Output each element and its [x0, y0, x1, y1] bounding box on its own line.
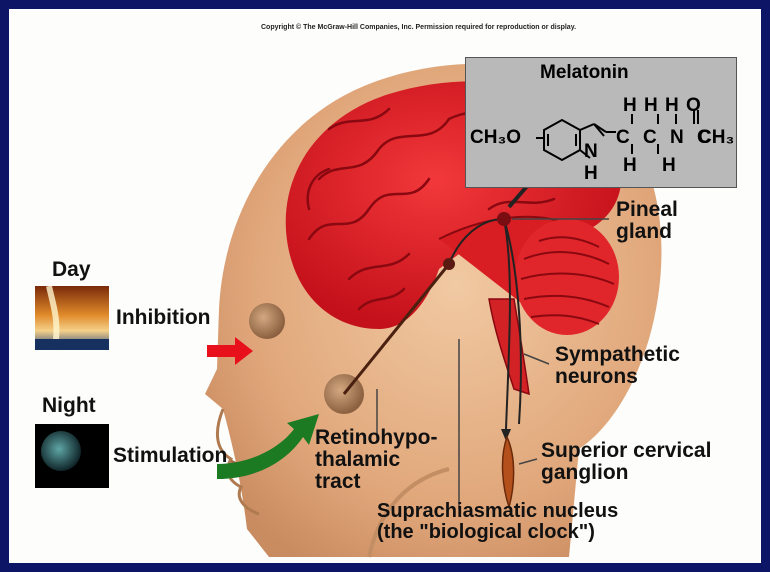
top-hydrogens: H H H O	[623, 96, 702, 115]
indole-hydrogen: H	[584, 164, 598, 183]
day-image	[35, 286, 109, 350]
indole-ring	[466, 58, 738, 189]
pineal-gland	[497, 212, 511, 226]
ch3-group: CH₃	[698, 128, 734, 147]
copyright-notice: Copyright © The McGraw-Hill Companies, I…	[261, 24, 576, 31]
superior-cervical-ganglion-label: Superior cervical ganglion	[541, 440, 711, 484]
stimulation-label: Stimulation	[113, 445, 227, 467]
indole-nitrogen: N	[584, 142, 598, 161]
ch3o-group: CH₃O	[470, 128, 521, 147]
sympathetic-neurons-label: Sympathetic neurons	[555, 344, 680, 388]
day-label: Day	[52, 259, 91, 281]
bottom-hydrogens: H H	[623, 156, 686, 175]
suprachiasmatic-nucleus-label: Suprachiasmatic nucleus (the "biological…	[377, 501, 618, 543]
cerebellum	[515, 219, 619, 335]
diagram-frame: Copyright © The McGraw-Hill Companies, I…	[9, 9, 761, 563]
upper-eye	[249, 303, 285, 339]
melatonin-structure: Melatonin CH₃O N H	[465, 57, 737, 188]
night-label: Night	[42, 395, 96, 417]
inhibition-label: Inhibition	[116, 307, 210, 329]
night-image	[35, 424, 109, 488]
retinohypothalamic-tract-label: Retinohypo- thalamic tract	[315, 427, 437, 493]
pineal-gland-label: Pineal gland	[616, 199, 678, 243]
